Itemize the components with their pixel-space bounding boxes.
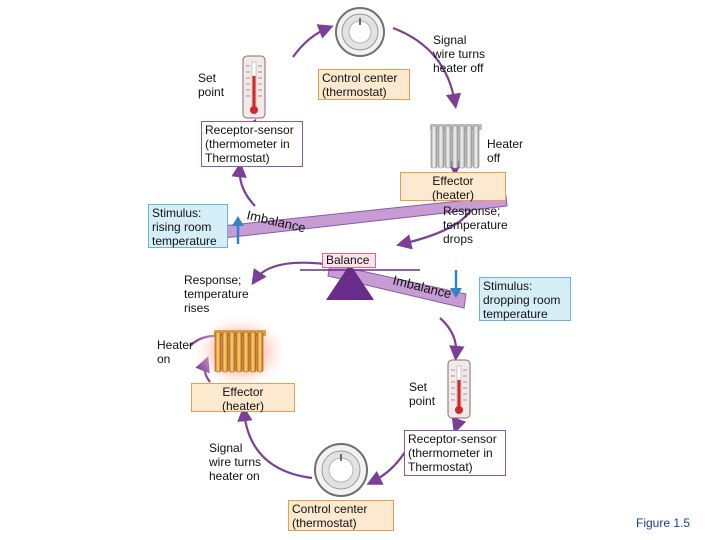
arrow-setpoint-to-control	[292, 24, 334, 58]
arrow-balance-to-response	[251, 261, 326, 286]
bottom-signal-label: Signal wire turns heater on	[209, 441, 262, 483]
down-arrow-icon	[450, 270, 462, 298]
radiator-icon	[430, 124, 482, 169]
thermostat-dial-icon	[335, 7, 385, 57]
balance-label: Balance	[322, 253, 376, 268]
fulcrum-icon	[326, 264, 374, 300]
up-arrow-icon	[232, 216, 244, 244]
glowing-radiator-icon	[192, 314, 288, 390]
arrow-control-to-heater	[392, 26, 462, 110]
arrow-stimulus-to-receptor	[231, 161, 256, 207]
bottom-effector-box: Effector (heater)	[191, 383, 295, 413]
arrow-stimulus-to-setpoint	[439, 317, 465, 362]
top-stimulus-box: Stimulus: rising room temperature	[148, 204, 228, 248]
bottom-beam	[327, 263, 467, 309]
thermometer-icon	[242, 55, 266, 119]
figure-label: Figure 1.5	[636, 516, 691, 530]
top-effector-box: Effector (heater)	[400, 172, 506, 202]
top-response-label: Response; temperature drops	[443, 204, 508, 246]
bottom-control-center-box: Control center (thermostat)	[288, 500, 394, 531]
bottom-heater-on-label: Heater on	[157, 338, 194, 366]
top-set-point-label: Set point	[198, 71, 225, 99]
top-receptor-box: Receptor-sensor (thermometer in Thermost…	[201, 121, 303, 167]
thermostat-dial-icon	[314, 443, 368, 497]
top-signal-label: Signal wire turns heater off	[433, 33, 486, 75]
thermometer-icon	[447, 359, 471, 419]
top-heater-off-label: Heater off	[487, 137, 524, 165]
bottom-stimulus-box: Stimulus: dropping room temperature	[479, 277, 571, 321]
arrow-control-to-effector	[237, 405, 313, 480]
arrow-receptor-to-control	[366, 451, 406, 485]
top-control-center-box: Control center (thermostat)	[318, 69, 410, 100]
bottom-receptor-box: Receptor-sensor (thermometer in Thermost…	[404, 430, 506, 476]
bottom-response-label: Response; temperature rises	[184, 273, 249, 315]
bottom-set-point-label: Set point	[409, 380, 436, 408]
